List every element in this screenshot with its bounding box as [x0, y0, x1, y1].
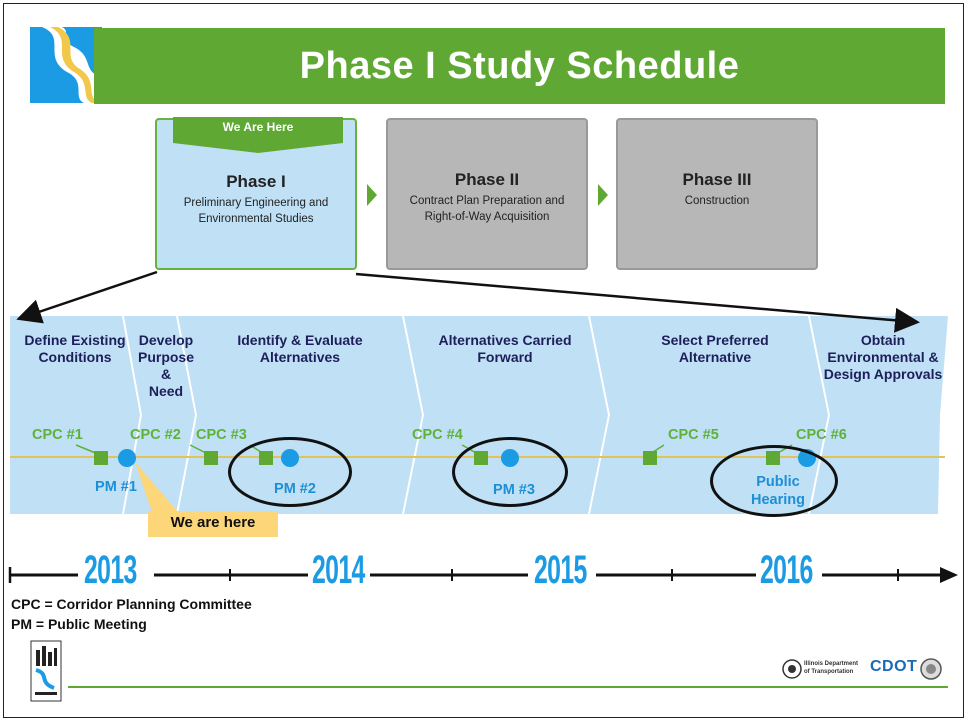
pm-1-label: PM #1 — [95, 479, 137, 495]
phase-2-name: Phase II — [454, 170, 520, 189]
stage-identify-evaluate-alternatives: Identify & Evaluate Alternatives — [237, 332, 363, 365]
cpc-5-label: CPC #5 — [668, 427, 719, 443]
we-are-here-banner-label: We Are Here — [222, 120, 294, 134]
phase-2-box: Phase II Contract Plan Preparation and R… — [386, 118, 588, 270]
callout-pointer — [135, 462, 178, 512]
we-are-here-callout — [148, 511, 278, 537]
pm-1-marker — [118, 449, 136, 467]
year-2014: 2014 — [312, 548, 365, 592]
arrow-right-icon — [367, 184, 377, 206]
year-2014-bg — [308, 555, 370, 591]
highlight-ellipse-pm3 — [452, 437, 568, 507]
legend-pm: PM = Public Meeting — [11, 616, 147, 632]
chicago-seal-icon — [920, 658, 942, 680]
year-2016-bg — [756, 555, 822, 591]
highlight-ellipse-pm2 — [228, 437, 352, 507]
we-are-here-banner — [173, 117, 343, 153]
stage-define-existing-conditions: Define Existing Conditions — [24, 332, 126, 365]
stage-develop-purpose-need: Develop Purpose & Need — [137, 332, 194, 399]
arrow-right-icon — [598, 184, 608, 206]
phase-3-description: Construction — [684, 195, 750, 207]
cpc-1-marker — [94, 451, 108, 465]
year-2016: 2016 — [760, 548, 813, 592]
phase-1-description: Preliminary Engineering and Environmenta… — [183, 197, 329, 225]
phase-2-description: Contract Plan Preparation and Right-of-W… — [409, 195, 565, 223]
phase-3-name: Phase III — [682, 170, 752, 189]
cpc-3-label: CPC #3 — [196, 427, 247, 443]
cpc-1-label: CPC #1 — [32, 427, 83, 443]
phase-1-name: Phase I — [226, 172, 286, 191]
legend-cpc: CPC = Corridor Planning Committee — [11, 596, 252, 612]
stage-alternatives-carried-forward: Alternatives Carried Forward — [438, 332, 572, 365]
stage-obtain-approvals: Obtain Environmental & Design Approvals — [823, 332, 943, 382]
page-title: Phase I Study Schedule — [299, 44, 740, 87]
idot-seal-icon — [782, 659, 802, 679]
stage-select-preferred-alternative: Select Preferred Alternative — [661, 332, 769, 365]
cpc-2-label: CPC #2 — [130, 427, 181, 443]
lake-shore-drive-small-logo-icon — [30, 640, 62, 702]
cpc-5-marker — [643, 451, 657, 465]
year-2013: 2013 — [84, 548, 137, 592]
footer-divider — [68, 686, 948, 688]
we-are-here-label: We are here — [170, 514, 256, 531]
year-2015: 2015 — [534, 548, 587, 592]
year-2013-bg — [78, 555, 154, 591]
idot-name: Illinois Department of Transportation — [804, 661, 859, 675]
cpc-4-label: CPC #4 — [412, 427, 463, 443]
highlight-ellipse-public-hearing — [710, 445, 838, 517]
cpc-3-marker — [204, 451, 218, 465]
cpc-6-label: CPC #6 — [796, 427, 847, 443]
cdot-logo: CDOT — [870, 658, 918, 675]
phase-3-box: Phase III Construction — [616, 118, 818, 270]
lake-shore-logo-icon — [30, 27, 102, 103]
year-2015-bg — [528, 555, 596, 591]
title-bar — [94, 28, 945, 104]
